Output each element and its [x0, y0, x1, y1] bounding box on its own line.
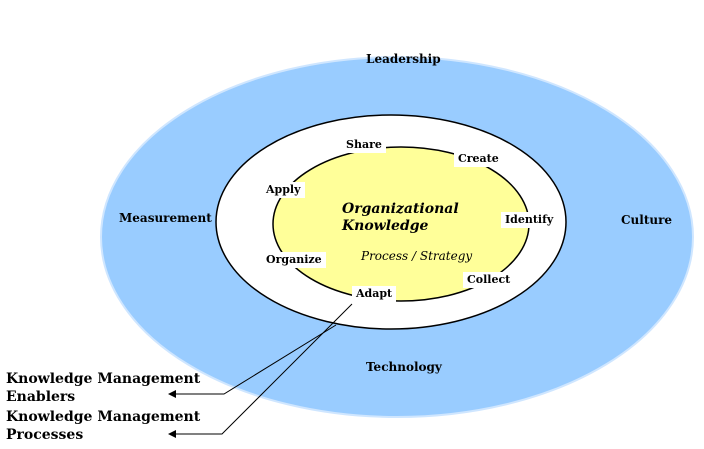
center-subtitle: Process / Strategy [361, 249, 473, 263]
process-collect: Collect [463, 272, 515, 288]
enabler-culture: Culture [621, 213, 673, 227]
center-title-line2: Knowledge [342, 218, 429, 234]
process-create: Create [454, 151, 503, 167]
enabler-measurement: Measurement [119, 211, 212, 225]
processes-pointer-line [172, 303, 353, 435]
process-adapt: Adapt [352, 286, 397, 302]
process-identify: Identify [501, 212, 558, 228]
legend-processes-line1: Knowledge Management [6, 409, 201, 425]
center-title: Organizational Knowledge [342, 201, 459, 235]
legend-processes-line2: Processes [6, 427, 84, 443]
enablers-pointer-line [172, 324, 337, 395]
process-organize: Organize [262, 252, 326, 268]
processes-arrowhead [168, 430, 176, 438]
process-apply: Apply [262, 182, 305, 198]
enabler-leadership: Leadership [366, 52, 441, 66]
process-share: Share [342, 137, 386, 153]
enabler-technology: Technology [366, 360, 442, 374]
legend-enablers-line2: Enablers [6, 389, 76, 405]
legend-enablers-line1: Knowledge Management [6, 371, 201, 387]
legend-enablers: Knowledge Management Enablers [6, 370, 200, 406]
center-title-line1: Organizational [342, 201, 459, 217]
enablers-arrowhead [168, 390, 176, 398]
legend-processes: Knowledge Management Processes [6, 408, 200, 444]
